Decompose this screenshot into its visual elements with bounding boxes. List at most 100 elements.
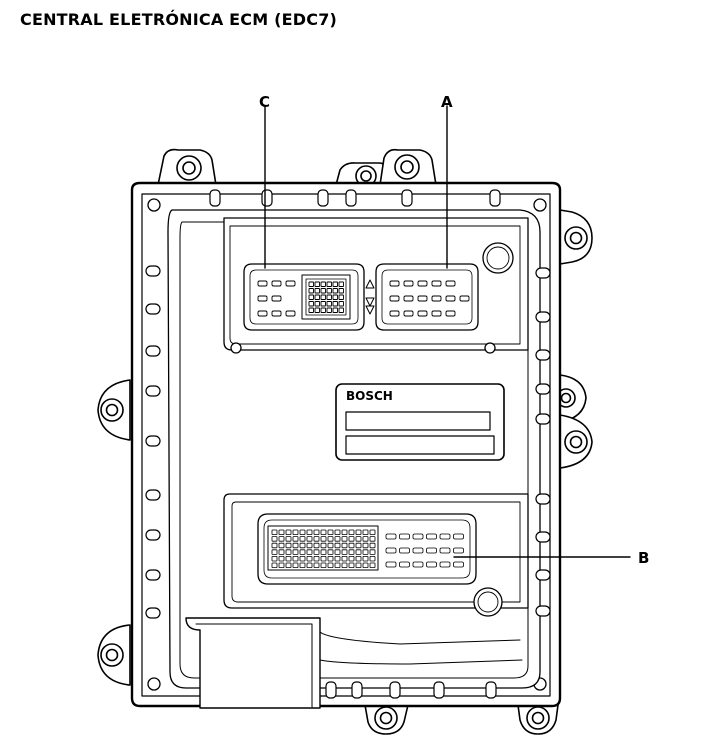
- connector-pin: [369, 542, 376, 549]
- brand-logo: BOSCH: [346, 389, 393, 403]
- connector-a-pins: [389, 280, 470, 317]
- connector-pin: [285, 549, 292, 555]
- connector-pin: [334, 542, 341, 549]
- connector-pin: [278, 529, 285, 535]
- connector-pin: [403, 295, 414, 302]
- connector-pin: [453, 561, 464, 568]
- connector-pin: [338, 288, 344, 294]
- connector-pin: [459, 295, 470, 302]
- connector-pin: [445, 280, 456, 287]
- connector-pin: [306, 556, 313, 562]
- connector-pin: [334, 549, 341, 555]
- connector-pin: [320, 542, 327, 549]
- connector-pin: [308, 301, 314, 307]
- connector-pin: [313, 536, 320, 542]
- connector-pin: [362, 536, 369, 542]
- connector-pin: [426, 561, 437, 568]
- connector-pin: [385, 533, 397, 540]
- connector-pin: [320, 556, 327, 562]
- connector-pin: [320, 281, 326, 287]
- connector-pin: [285, 556, 292, 562]
- connector-pin: [369, 529, 376, 535]
- callout-a: A: [441, 93, 453, 111]
- connector-pin: [278, 542, 285, 549]
- connector-pin: [306, 542, 313, 549]
- connector-pin: [355, 542, 362, 549]
- connector-pin: [299, 549, 306, 555]
- connector-pin: [426, 547, 437, 554]
- connector-pin: [326, 294, 332, 300]
- connector-pin: [285, 310, 296, 317]
- connector-pin: [299, 529, 306, 535]
- connector-pin: [285, 529, 292, 535]
- connector-pin: [362, 549, 369, 555]
- connector-c-pins: [257, 280, 344, 317]
- connector-pin: [320, 294, 326, 300]
- connector-b-pins: [271, 529, 464, 568]
- connector-pin: [332, 301, 338, 307]
- connector-pin: [327, 529, 334, 535]
- connector-pin: [314, 294, 320, 300]
- connector-pin: [426, 533, 437, 540]
- connector-pin: [271, 536, 278, 542]
- connector-pin: [334, 536, 341, 542]
- connector-pin: [308, 288, 314, 294]
- diagram-title: CENTRAL ELETRÓNICA ECM (EDC7): [20, 10, 338, 29]
- connector-pin: [431, 280, 442, 287]
- connector-pin: [334, 562, 341, 568]
- connector-pin: [313, 556, 320, 562]
- connector-pin: [320, 536, 327, 542]
- callout-c: C: [259, 93, 270, 111]
- connector-pin: [306, 529, 313, 535]
- connector-pin: [453, 533, 464, 540]
- connector-pin: [278, 549, 285, 555]
- connector-pin: [412, 547, 424, 554]
- connector-pin: [327, 542, 334, 549]
- connector-pin: [271, 556, 278, 562]
- connector-pin: [257, 295, 268, 302]
- connector-pin: [299, 536, 306, 542]
- connector-pin: [399, 533, 410, 540]
- connector-pin: [327, 549, 334, 555]
- connector-pin: [320, 307, 326, 313]
- connector-pin: [389, 280, 400, 287]
- connector-pin: [341, 549, 348, 555]
- connector-pin: [417, 295, 428, 302]
- connector-pin: [320, 288, 326, 294]
- connector-pin: [369, 549, 376, 555]
- connector-pin: [292, 529, 299, 535]
- connector-pin: [355, 529, 362, 535]
- connector-pin: [299, 556, 306, 562]
- connector-pin: [412, 561, 424, 568]
- connector-pin: [292, 536, 299, 542]
- connector-pin: [313, 549, 320, 555]
- connector-pin: [306, 562, 313, 568]
- connector-pin: [362, 542, 369, 549]
- connector-pin: [338, 301, 344, 307]
- connector-pin: [389, 310, 400, 317]
- connector-pin: [341, 529, 348, 535]
- connector-pin: [439, 561, 451, 568]
- leader-lines: [264, 105, 631, 558]
- connector-pin: [341, 536, 348, 542]
- connector-pin: [285, 280, 296, 287]
- connector-pin: [271, 549, 278, 555]
- connector-pin: [314, 301, 320, 307]
- connector-pin: [327, 556, 334, 562]
- connector-pin: [362, 562, 369, 568]
- connector-pin: [313, 529, 320, 535]
- connector-pin: [417, 310, 428, 317]
- connector-pin: [445, 310, 456, 317]
- bottom-tabs: [364, 704, 559, 735]
- callout-b: B: [638, 549, 649, 567]
- connector-pin: [355, 562, 362, 568]
- connector-pin: [348, 536, 355, 542]
- connector-pin: [292, 556, 299, 562]
- connector-pin: [348, 542, 355, 549]
- connector-pin: [306, 549, 313, 555]
- connector-pin: [271, 542, 278, 549]
- harness-box: [185, 617, 523, 709]
- connector-pin: [385, 561, 397, 568]
- top-tabs: [157, 148, 437, 187]
